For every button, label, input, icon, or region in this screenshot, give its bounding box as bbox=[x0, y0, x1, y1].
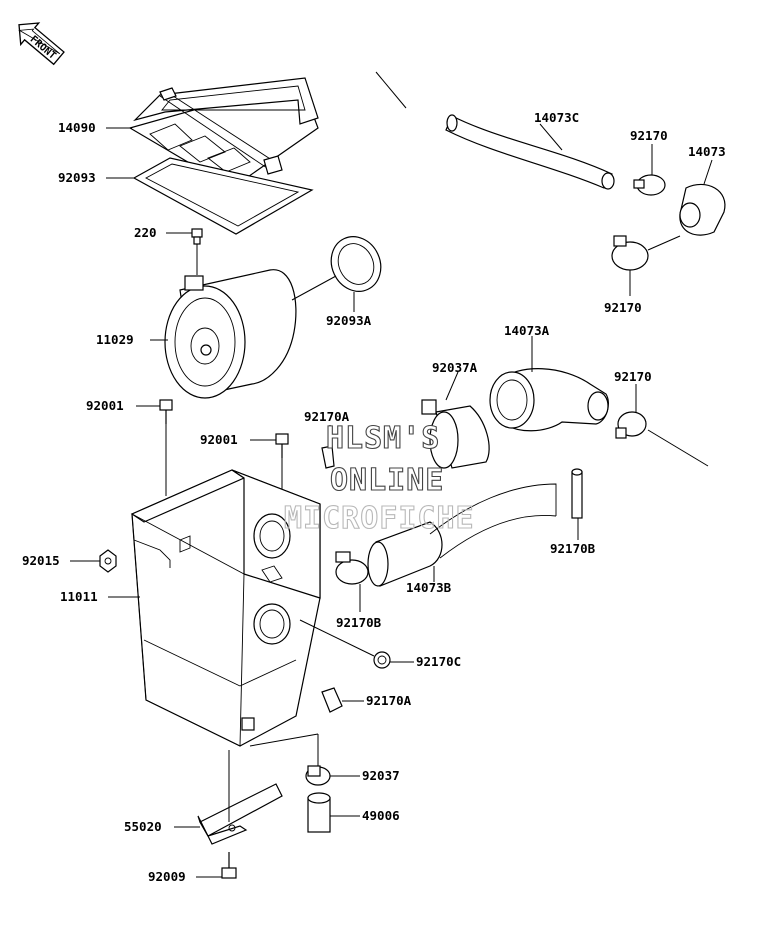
clip-92170A-top bbox=[321, 445, 335, 469]
duct-92037A bbox=[421, 399, 490, 469]
sleeve-49006 bbox=[307, 792, 331, 833]
label-14073A: 14073A bbox=[504, 323, 550, 338]
label-92093A: 92093A bbox=[326, 313, 372, 328]
hose-14073B bbox=[367, 483, 557, 587]
front-arrow-icon: FRONT bbox=[18, 22, 65, 66]
label-49006: 49006 bbox=[362, 808, 400, 823]
clamp-92170B-left bbox=[335, 551, 369, 585]
seal-ring-92093A bbox=[330, 236, 382, 292]
label-92001-right: 92001 bbox=[200, 432, 238, 447]
label-92170B-left: 92170B bbox=[336, 615, 382, 630]
label-220: 220 bbox=[134, 225, 157, 240]
clamp-92170-top bbox=[633, 174, 666, 196]
rod-92170B-right bbox=[571, 468, 583, 519]
clamp-92037 bbox=[305, 765, 331, 786]
elbow-14073 bbox=[679, 183, 726, 236]
bolt-220 bbox=[191, 228, 203, 245]
air-filter-element bbox=[128, 77, 319, 189]
label-92093: 92093 bbox=[58, 170, 96, 185]
label-92170-mid: 92170 bbox=[604, 300, 642, 315]
label-92170C: 92170C bbox=[416, 654, 461, 669]
gasket-92093 bbox=[132, 157, 314, 235]
clip-92170A-bottom bbox=[321, 687, 343, 713]
label-92170-top: 92170 bbox=[630, 128, 668, 143]
watermark-line1: HLSM'S bbox=[326, 421, 440, 456]
hose-14073C bbox=[375, 71, 615, 190]
label-92015: 92015 bbox=[22, 553, 60, 568]
label-92001-left: 92001 bbox=[86, 398, 124, 413]
label-92170A-top: 92170A bbox=[304, 409, 350, 424]
label-11029: 11029 bbox=[96, 332, 134, 347]
filter-cylinder bbox=[164, 269, 297, 399]
label-92170-right: 92170 bbox=[614, 369, 652, 384]
label-92009: 92009 bbox=[148, 869, 186, 884]
clamp-92170-mid bbox=[611, 235, 649, 271]
label-14073B: 14073B bbox=[406, 580, 452, 595]
watermark-line3: MICROFICHE bbox=[284, 501, 475, 536]
bolt-92001-right bbox=[275, 433, 289, 458]
label-92170A-bottom: 92170A bbox=[366, 693, 412, 708]
watermark: HLSM'S ONLINE MICROFICHE bbox=[283, 420, 475, 536]
bracket-55020 bbox=[197, 783, 283, 845]
air-box-housing bbox=[130, 469, 321, 747]
label-14073C: 14073C bbox=[534, 110, 579, 125]
label-11011: 11011 bbox=[60, 589, 98, 604]
label-92037A: 92037A bbox=[432, 360, 478, 375]
label-14090: 14090 bbox=[58, 120, 96, 135]
nut-92015 bbox=[99, 549, 117, 573]
watermark-line2: ONLINE bbox=[330, 463, 444, 498]
bolt-92001-left bbox=[159, 399, 173, 424]
label-92037: 92037 bbox=[362, 768, 400, 783]
label-92170B-right: 92170B bbox=[550, 541, 596, 556]
screw-92009 bbox=[221, 852, 237, 879]
elbow-14073A bbox=[489, 368, 609, 432]
label-14073: 14073 bbox=[688, 144, 726, 159]
clamp-92170C bbox=[373, 651, 391, 669]
label-55020: 55020 bbox=[124, 819, 162, 834]
clamp-92170-right bbox=[615, 411, 647, 439]
